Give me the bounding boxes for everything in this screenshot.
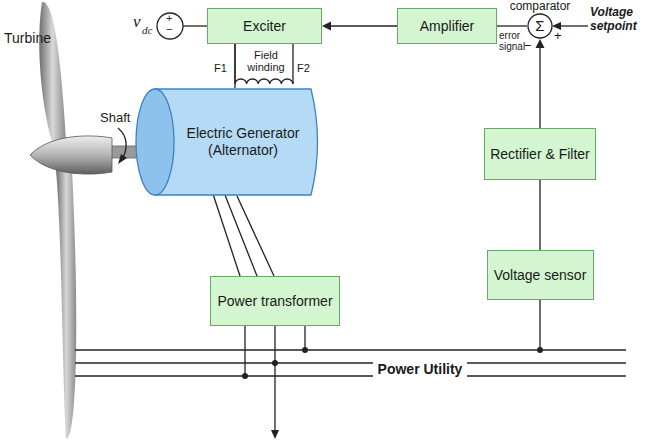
arrowhead [271,430,279,439]
bus-line [75,362,626,363]
bus-line [75,349,626,350]
box-label: Power transformer [217,293,332,310]
connector-line [329,25,397,26]
wire [183,25,207,26]
arrowhead [322,22,331,31]
turbine-hub [30,136,112,174]
comparator-label: comparator [485,0,595,12]
transformer-box: Power transformer [210,276,340,326]
terminal-label: F2 [297,62,310,74]
connector [536,39,545,128]
shaft-label: Shaft [100,110,130,125]
junction-dot [242,373,248,379]
setpoint-label: Voltage setpoint [590,5,648,33]
cylinder-face [136,89,174,195]
terminal-label: F1 [214,62,227,74]
box-label: Exciter [243,18,286,35]
winding-label: Field winding [240,49,292,73]
wire [304,326,305,350]
wire [244,326,245,376]
arrowhead [536,39,545,48]
turbine-blade [56,170,76,439]
wire [274,326,275,432]
edge-label: error signal [499,30,533,52]
connector-line [234,44,235,88]
connector-line [225,195,257,276]
box-label: Rectifier & Filter [490,146,590,163]
exciter-box: Exciter [207,8,322,44]
source-symbol-label: v [133,12,141,32]
utility-label: Power Utility [373,361,468,377]
sensor-box: Voltage sensor [487,250,594,300]
field-coil [235,44,293,84]
generator-cylinder: Electric Generator (Alternator) [135,88,325,196]
junction-dot [537,347,543,353]
wire [539,300,540,350]
rectifier-box: Rectifier & Filter [484,128,596,180]
turbine-blade [39,2,66,142]
box-label: Amplifier [420,18,474,35]
turbine-label: Turbine [4,30,51,46]
polarity-sign: − [166,24,172,35]
junction-dot [272,360,278,366]
generator-label: Electric Generator (Alternator) [177,88,309,196]
amplifier-box: Amplifier [397,8,497,44]
cylinder-body [155,89,318,195]
connector-line [539,46,540,128]
signal-line [558,25,588,26]
connector [322,22,397,31]
wire [292,44,293,84]
junction-dot [302,347,308,353]
source-subscript: dc [142,24,152,36]
connector-line [497,25,527,26]
sign-label: + [554,28,562,43]
connector-line [213,194,240,276]
bus-line [75,375,626,376]
connector-line [539,180,540,250]
connector [213,194,274,276]
rotation-arrowhead [118,154,127,164]
polarity-sign: + [166,13,172,24]
dc-source [157,13,183,39]
connector-line [237,196,274,276]
connector [497,26,527,27]
connector [540,180,541,250]
connector [235,44,236,88]
box-label: Voltage sensor [494,267,587,284]
